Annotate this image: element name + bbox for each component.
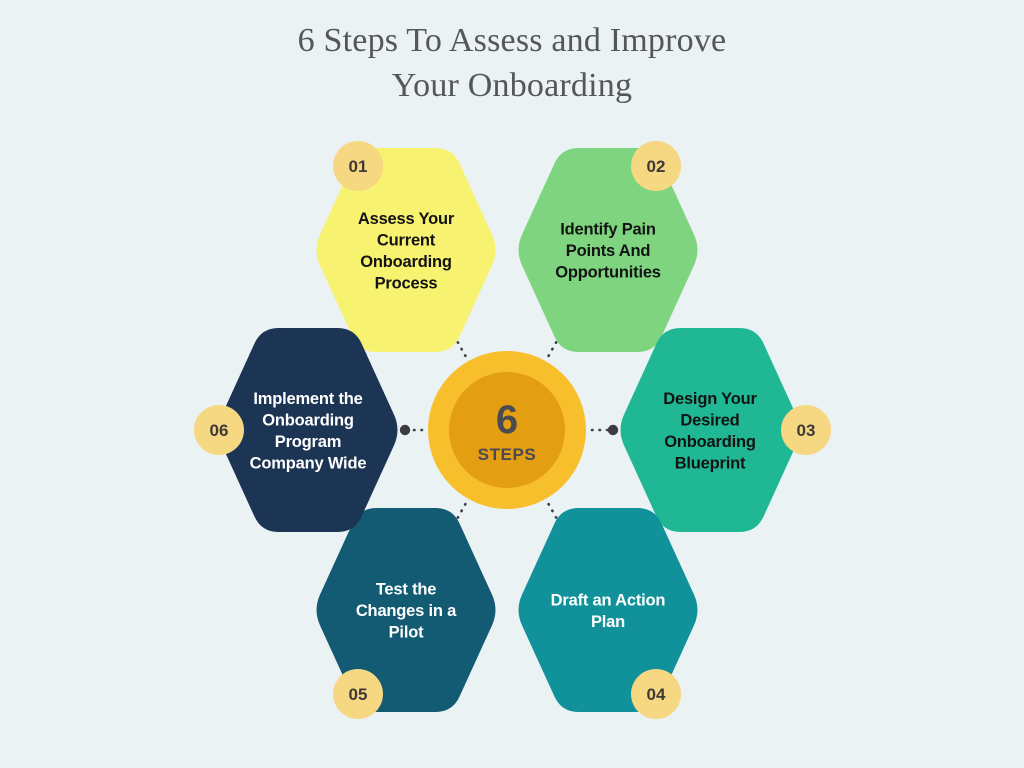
- badge-number: 03: [797, 421, 816, 440]
- hexagon-shape: [620, 328, 800, 532]
- badge-number: 06: [210, 421, 229, 440]
- hub-inner-circle: [449, 372, 565, 488]
- hub-caption: STEPS: [478, 445, 537, 464]
- hexagon-shape: [518, 148, 698, 352]
- badge-circle: [631, 669, 681, 719]
- step-number-badge-02[interactable]: 02: [631, 141, 681, 191]
- connector-endpoint-dot: [399, 424, 411, 436]
- badge-circle: [781, 405, 831, 455]
- step-number-badge-03[interactable]: 03: [781, 405, 831, 455]
- badge-circle: [631, 141, 681, 191]
- badge-number: 01: [349, 157, 368, 176]
- step-number-badge-05[interactable]: 05: [333, 669, 383, 719]
- connector-line-03: [590, 424, 619, 436]
- badge-circle: [194, 405, 244, 455]
- step-badge-layer: 01 02 03 04 05 06: [194, 141, 831, 719]
- step-number-badge-06[interactable]: 06: [194, 405, 244, 455]
- badge-circle: [333, 141, 383, 191]
- hexagon-shape: [218, 328, 398, 532]
- badge-number: 04: [647, 685, 666, 704]
- step-number-badge-04[interactable]: 04: [631, 669, 681, 719]
- badge-number: 02: [647, 157, 666, 176]
- hexagon-shape: [316, 508, 496, 712]
- connector-line-06: [399, 424, 424, 436]
- badge-circle: [333, 669, 383, 719]
- badge-number: 05: [349, 685, 368, 704]
- step-number-badge-01[interactable]: 01: [333, 141, 383, 191]
- connector-endpoint-dot: [607, 424, 619, 436]
- page-title: 6 Steps To Assess and Improve Your Onboa…: [297, 22, 727, 104]
- hexagon-shape: [518, 508, 698, 712]
- hub-number: 6: [496, 398, 518, 442]
- hexagon-shape: [316, 148, 496, 352]
